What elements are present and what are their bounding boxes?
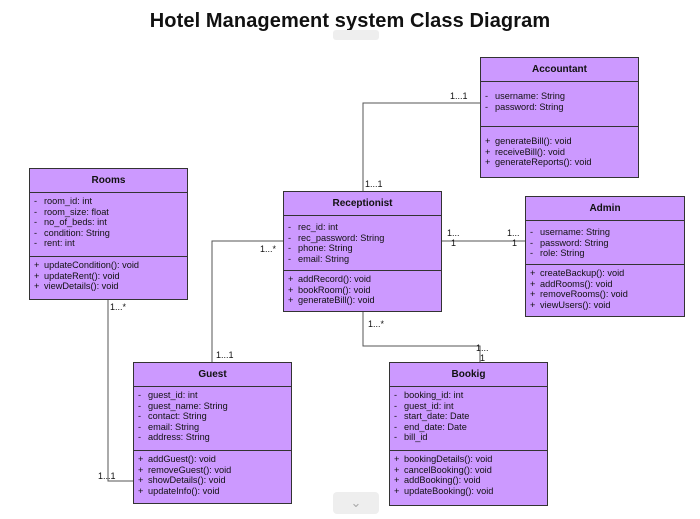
method: +addBooking(): void (394, 475, 481, 485)
method: +generateBill(): void (288, 295, 375, 305)
multiplicity-receptionist-right-b: 1 (451, 238, 457, 248)
line-receptionist-booking (362, 312, 481, 362)
methods: +addGuest(): void +removeGuest(): void +… (134, 451, 291, 499)
method: +cancelBooking(): void (394, 464, 492, 475)
attribute: -rec_password: String (288, 232, 385, 243)
methods: +bookingDetails(): void +cancelBooking()… (390, 451, 547, 499)
attributes: -username: String -password: String (481, 82, 638, 127)
attribute: -phone: String (288, 243, 353, 253)
attributes: -booking_id: int -guest_id: int -start_d… (390, 387, 547, 451)
class-name: Rooms (30, 169, 187, 193)
method: +generateBill(): void (485, 136, 572, 146)
method: +updateRent(): void (34, 270, 120, 281)
attribute: -password: String (530, 237, 609, 248)
class-guest[interactable]: Guest -guest_id: int -guest_name: String… (133, 362, 292, 504)
attribute: -rent: int (34, 238, 75, 248)
class-name: Accountant (481, 58, 638, 82)
attribute: -start_date: Date (394, 411, 470, 421)
attribute: -rec_id: int (288, 222, 338, 232)
line-receptionist-guest (211, 240, 283, 362)
multiplicity-guest-left: 1...1 (98, 471, 116, 481)
attribute: -end_date: Date (394, 421, 467, 432)
method: +showDetails(): void (138, 475, 226, 485)
methods: +updateCondition(): void +updateRent(): … (30, 257, 187, 295)
class-name: Bookig (390, 363, 547, 387)
method: +addRecord(): void (288, 274, 372, 284)
attribute: -address: String (138, 432, 210, 442)
expand-button[interactable]: ⌄ (333, 492, 379, 514)
multiplicity-receptionist-bottom: 1...* (368, 319, 385, 329)
attribute: -room_size: float (34, 206, 109, 217)
class-booking[interactable]: Bookig -booking_id: int -guest_id: int -… (389, 362, 548, 506)
class-admin[interactable]: Admin -username: String -password: Strin… (525, 196, 685, 317)
class-name: Guest (134, 363, 291, 387)
method: +bookRoom(): void (288, 284, 371, 295)
methods: +createBackup(): void +addRooms(): void … (526, 265, 684, 313)
method: +addRooms(): void (530, 278, 613, 289)
multiplicity-guest-top: 1...1 (216, 350, 234, 360)
attributes: -username: String -password: String -rol… (526, 221, 684, 265)
multiplicity-receptionist-top: 1...1 (365, 179, 383, 189)
attribute: -guest_name: String (138, 400, 228, 411)
method: +viewUsers(): void (530, 299, 611, 310)
attribute: -no_of_beds: int (34, 217, 107, 227)
multiplicity-admin-left: 1... (507, 228, 520, 238)
line-receptionist-accountant (362, 102, 480, 191)
attribute: -password: String (485, 101, 564, 112)
methods: +addRecord(): void +bookRoom(): void +ge… (284, 271, 441, 309)
attributes: -room_id: int -room_size: float -no_of_b… (30, 193, 187, 257)
class-name: Receptionist (284, 192, 441, 216)
attribute: -username: String (485, 91, 565, 101)
multiplicity-receptionist-right: 1... (447, 228, 460, 238)
multiplicity-booking-top: 1... (476, 343, 489, 353)
attribute: -email: String (138, 421, 200, 432)
diagram-title: Hotel Management system Class Diagram (149, 10, 551, 32)
method: +viewDetails(): void (34, 281, 119, 291)
method: +removeGuest(): void (138, 464, 232, 475)
chevron-down-icon: ⌄ (350, 495, 362, 510)
attribute: -booking_id: int (394, 390, 464, 400)
class-rooms[interactable]: Rooms -room_id: int -room_size: float -n… (29, 168, 188, 300)
line-rooms-guest (107, 300, 133, 482)
class-receptionist[interactable]: Receptionist -rec_id: int -rec_password:… (283, 191, 442, 312)
method: +bookingDetails(): void (394, 454, 493, 464)
methods: +generateBill(): void +receiveBill(): vo… (481, 127, 638, 171)
class-accountant[interactable]: Accountant -username: String -password: … (480, 57, 639, 178)
class-name: Admin (526, 197, 684, 221)
attributes: -guest_id: int -guest_name: String -cont… (134, 387, 291, 451)
multiplicity-accountant: 1...1 (450, 91, 468, 101)
attributes: -rec_id: int -rec_password: String -phon… (284, 216, 441, 271)
attribute: -condition: String (34, 227, 110, 238)
multiplicity-receptionist-left: 1...* (260, 244, 277, 254)
method: +updateBooking(): void (394, 485, 494, 496)
attribute: -username: String (530, 227, 610, 237)
method: +generateReports(): void (485, 157, 592, 167)
attribute: -guest_id: int (394, 400, 454, 411)
method: +updateInfo(): void (138, 485, 220, 496)
multiplicity-admin-left-b: 1 (512, 238, 518, 248)
attribute: -bill_id (394, 432, 428, 442)
method: +addGuest(): void (138, 454, 216, 464)
attribute: -contact: String (138, 411, 207, 421)
attribute: -email: String (288, 253, 350, 264)
attribute: -guest_id: int (138, 390, 198, 400)
method: +updateCondition(): void (34, 260, 139, 270)
attribute: -role: String (530, 248, 585, 258)
multiplicity-rooms-bottom: 1...* (110, 302, 127, 312)
multiplicity-booking-top-b: 1 (480, 353, 486, 363)
method: +receiveBill(): void (485, 146, 565, 157)
collapse-handle[interactable] (333, 30, 379, 40)
method: +createBackup(): void (530, 268, 625, 278)
attribute: -room_id: int (34, 196, 93, 206)
method: +removeRooms(): void (530, 289, 628, 299)
